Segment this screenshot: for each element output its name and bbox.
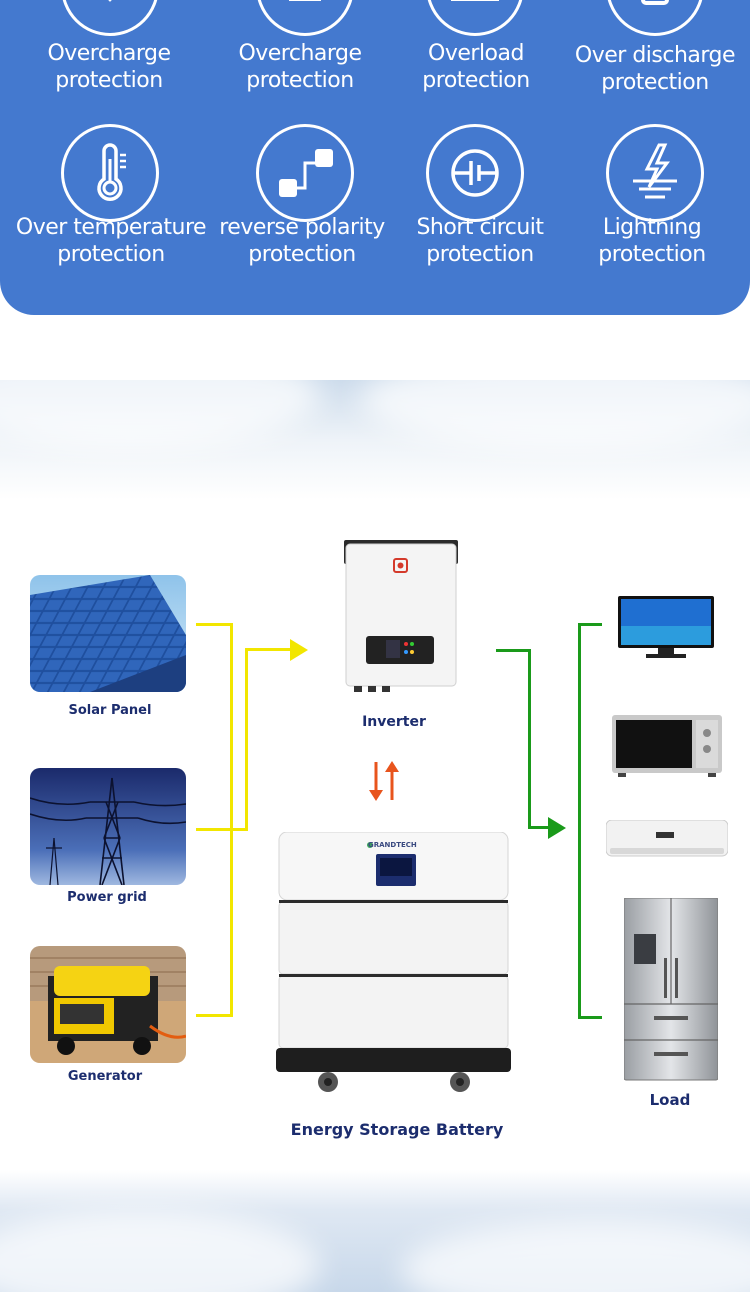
arrow-right-green-icon (548, 817, 566, 839)
battery-label: Energy Storage Battery (290, 1120, 504, 1139)
refrigerator-icon (624, 898, 718, 1081)
thermometer-icon (61, 124, 159, 222)
system-diagram: Solar Panel Power g (0, 380, 750, 1292)
microwave-oven-icon (612, 715, 722, 777)
inverter-label: Inverter (362, 714, 426, 730)
short-circuit-icon (426, 124, 524, 222)
connector-icon (256, 124, 354, 222)
energy-storage-battery-image (276, 831, 511, 1094)
bidirectional-arrows-icon (369, 761, 399, 801)
solar-panel-image (30, 575, 186, 692)
inverter-image (344, 540, 458, 692)
generator-image (30, 946, 186, 1063)
solar-panel-label: Solar Panel (68, 703, 152, 718)
power-grid-label: Power grid (67, 890, 147, 905)
power-grid-image (30, 768, 186, 885)
generator-label: Generator (67, 1069, 143, 1084)
lightning-icon (606, 124, 704, 222)
battery-brand-label: GRANDTECH (368, 841, 417, 849)
arrow-right-yellow-icon (290, 639, 308, 661)
load-label: Load (649, 1091, 691, 1109)
air-conditioner-icon (606, 820, 728, 857)
tv-icon (618, 596, 714, 658)
